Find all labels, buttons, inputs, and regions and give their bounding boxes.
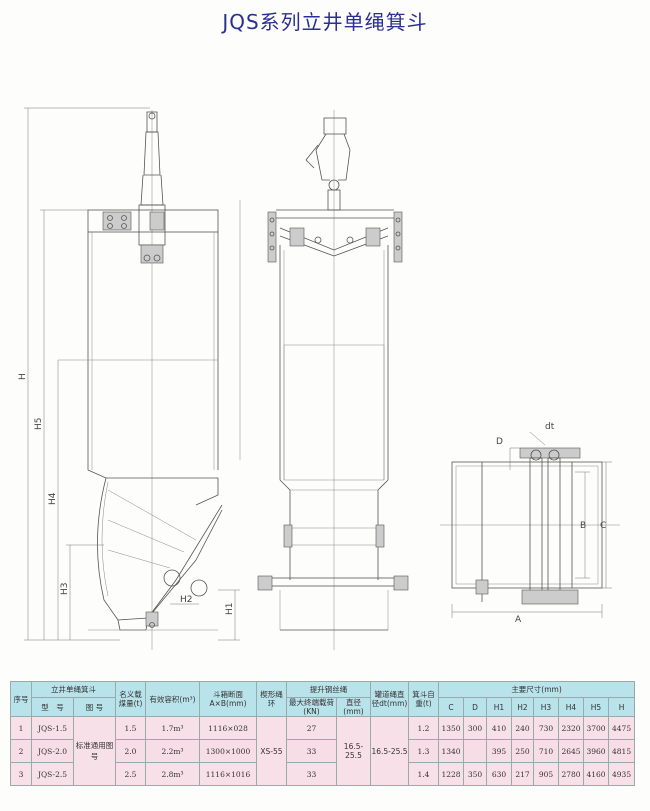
shared-guide-rope-diameter: 16.5-25.5	[370, 716, 409, 786]
dim-label-h3: H3	[60, 583, 70, 596]
header-dim-h4: H4	[558, 697, 584, 717]
dim-label-h: H	[18, 373, 28, 380]
shared-drawing-no: 标准通用图号	[73, 716, 116, 786]
header-dim-h1: H1	[486, 697, 512, 717]
header-effective-volume: 有效容积(m³)	[145, 681, 200, 717]
header-dim-h: H	[607, 697, 636, 717]
dim-label-a: A	[515, 615, 522, 625]
header-drawing-no: 图 号	[73, 697, 116, 717]
plan-view: D dt B C A	[440, 422, 620, 625]
front-view	[257, 110, 409, 650]
header-seq: 序号	[10, 681, 32, 717]
dim-label-c: C	[600, 521, 606, 531]
dim-label-dt: dt	[545, 422, 555, 432]
header-skip-group: 立井单绳箕斗	[31, 681, 116, 698]
page-title: JQS系列立井单绳箕斗	[222, 10, 428, 34]
table-row: 3 JQS-2.5 2.5 2.8m³ 1116×1016 33 1.4 122…	[10, 762, 636, 786]
dim-label-d: D	[496, 437, 503, 447]
table-row: 1 JQS-1.5 标准通用图号 1.5 1.7m³ 1116×028 XS-5…	[10, 716, 636, 786]
side-view: H H5 H4 H3 H2 H1	[18, 107, 241, 650]
header-guide-rope: 罐道绳直径dt(mm)	[370, 681, 409, 717]
spec-table: 序号 立井单绳箕斗 名义载煤量(t) 有效容积(m³) 斗箱断面A×B(mm) …	[10, 681, 636, 786]
engineering-drawing: H H5 H4 H3 H2 H1	[18, 107, 620, 650]
dim-label-h5: H5	[34, 418, 44, 431]
header-ring-type: 楔形绳环	[256, 681, 287, 717]
header-dim-d: D	[463, 697, 487, 717]
header-dim-h3: H3	[533, 697, 559, 717]
header-box-section: 斗箱断面A×B(mm)	[199, 681, 257, 717]
header-dim-c: C	[438, 697, 464, 717]
shared-rope-diameter: 16.5-25.5	[336, 716, 371, 786]
dim-label-h2: H2	[180, 595, 193, 605]
header-nominal-capacity: 名义载煤量(t)	[115, 681, 146, 717]
header-dim-h2: H2	[511, 697, 534, 717]
dim-label-h4: H4	[48, 492, 58, 505]
dim-label-h1: H1	[225, 603, 235, 616]
header-dim-h5: H5	[583, 697, 609, 717]
header-model: 型 号	[31, 697, 74, 717]
shared-ring-type: XS-55	[256, 716, 287, 786]
header-max-load: 最大终端载荷(KN)	[286, 697, 337, 717]
header-hoist-rope: 提升钢丝绳	[286, 681, 371, 698]
dim-label-b: B	[580, 521, 586, 531]
header-self-weight: 箕斗自重(t)	[408, 681, 439, 717]
header-main-dims: 主要尺寸(mm)	[437, 681, 636, 698]
header-rope-diameter: 直径(mm)	[336, 697, 371, 717]
